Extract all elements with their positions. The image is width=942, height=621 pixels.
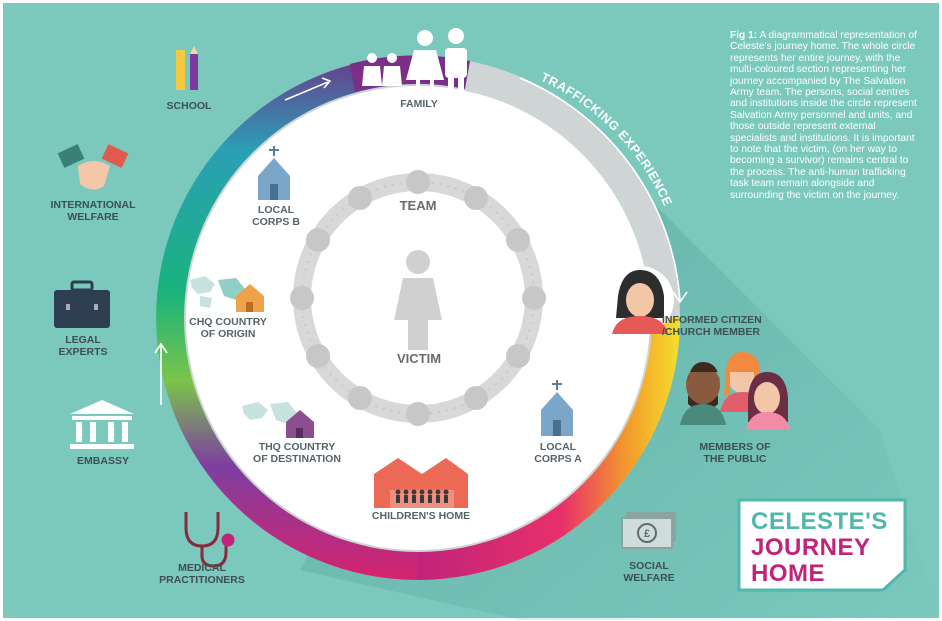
briefcase-icon: [54, 280, 110, 328]
team-member-icon: [348, 386, 372, 410]
church-icon-corps-a: [541, 380, 573, 436]
public-person-icon: [680, 362, 726, 425]
embassy-icon: [70, 400, 134, 449]
trafficking-arc-line: [519, 77, 681, 301]
international-welfare-label: INTERNATIONAL WELFARE: [40, 199, 146, 223]
team-member-icon: [306, 228, 330, 252]
local-corps-b-line1: LOCAL: [257, 204, 295, 216]
international-welfare-line2: WELFARE: [67, 211, 119, 223]
chq-label: CHQ COUNTRY OF ORIGIN: [180, 316, 276, 340]
childrens-home-icon: [374, 458, 468, 508]
chq-line1: CHQ COUNTRY: [189, 316, 267, 328]
team-member-icon: [290, 286, 314, 310]
legal-experts-line2: EXPERTS: [58, 346, 108, 358]
team-member-icon: [506, 228, 530, 252]
stethoscope-icon: [184, 512, 235, 568]
members-public-line2: THE PUBLIC: [703, 453, 767, 465]
victim-icon: [394, 250, 442, 350]
ring-arrow-top: [284, 81, 329, 101]
trafficking-arrowhead: [672, 291, 688, 304]
team-member-icon: [522, 286, 546, 310]
svg-text:£: £: [644, 528, 650, 540]
members-public-avatars: [680, 352, 790, 430]
team-member-icon: [464, 186, 488, 210]
legal-experts-line1: LEGAL: [65, 334, 101, 346]
informed-citizen-line1: INFORMED CITIZEN: [662, 314, 762, 326]
logo-line3: HOME: [751, 560, 825, 587]
informed-citizen-line2: /CHURCH MEMBER: [662, 326, 760, 338]
caption-body: A diagrammatical representation of Celes…: [730, 30, 917, 201]
figure-caption: Fig 1: A diagrammatical representation o…: [730, 30, 920, 201]
childrens-home-label: CHILDREN'S HOME: [371, 510, 471, 522]
informed-citizen-label: INFORMED CITIZEN /CHURCH MEMBER: [662, 314, 790, 338]
ring-arrowhead-left: [154, 342, 168, 354]
team-member-icon: [464, 386, 488, 410]
legal-experts-label: LEGAL EXPERTS: [50, 334, 116, 358]
social-welfare-line2: WELFARE: [623, 572, 675, 584]
school-icon: [176, 46, 198, 90]
caption-lead: Fig 1:: [730, 30, 758, 41]
handshake-icon: [57, 144, 129, 190]
logo-line2: JOURNEY: [751, 534, 871, 561]
local-corps-b-line2: CORPS B: [252, 216, 300, 228]
team-member-icon: [348, 186, 372, 210]
local-corps-b-label: LOCAL CORPS B: [246, 204, 306, 228]
embassy-label: EMBASSY: [77, 455, 129, 467]
logo-badge: [737, 498, 907, 592]
medical-line1: MEDICAL: [178, 562, 226, 574]
team-label: TEAM: [399, 198, 437, 213]
family-label: FAMILY: [400, 98, 438, 110]
team-members: [290, 170, 546, 426]
local-corps-a-line2: CORPS A: [534, 453, 582, 465]
victim-label: VICTIM: [396, 351, 442, 366]
team-member-icon: [306, 344, 330, 368]
local-corps-a-label: LOCAL CORPS A: [528, 441, 588, 465]
team-member-icon: [406, 402, 430, 426]
members-public-line1: MEMBERS OF: [699, 441, 771, 453]
local-corps-a-line1: LOCAL: [539, 441, 577, 453]
world-map-icon-thq: [242, 402, 314, 438]
team-member-icon: [406, 170, 430, 194]
medical-practitioners-label: MEDICAL PRACTITIONERS: [142, 562, 262, 586]
ring-arrowhead-top: [321, 77, 332, 89]
thq-label: THQ COUNTRY OF DESTINATION: [242, 441, 352, 465]
informed-citizen-avatar: [606, 266, 674, 334]
social-welfare-label: SOCIAL WELFARE: [614, 560, 684, 584]
money-icon: £: [621, 512, 676, 549]
medical-line2: PRACTITIONERS: [159, 574, 245, 586]
logo-line1: CELESTE'S: [751, 508, 888, 535]
ring-arc-left: [156, 56, 418, 580]
team-member-icon: [506, 344, 530, 368]
thq-line1: THQ COUNTRY: [258, 441, 336, 453]
public-person-icon: [746, 372, 790, 430]
ring-arc-bottom-right: [418, 318, 680, 580]
family-icon: [362, 28, 467, 94]
members-public-label: MEMBERS OF THE PUBLIC: [690, 441, 780, 465]
thq-line2: OF DESTINATION: [253, 453, 341, 465]
chq-line2: OF ORIGIN: [200, 328, 256, 340]
international-welfare-line1: INTERNATIONAL: [50, 199, 136, 211]
world-map-icon-chq: [190, 276, 264, 312]
celestes-journey-home-logo: CELESTE'S JOURNEY HOME: [737, 498, 907, 592]
school-label: SCHOOL: [166, 100, 212, 112]
church-icon-corps-b: [258, 146, 290, 200]
social-welfare-line1: SOCIAL: [629, 560, 669, 572]
